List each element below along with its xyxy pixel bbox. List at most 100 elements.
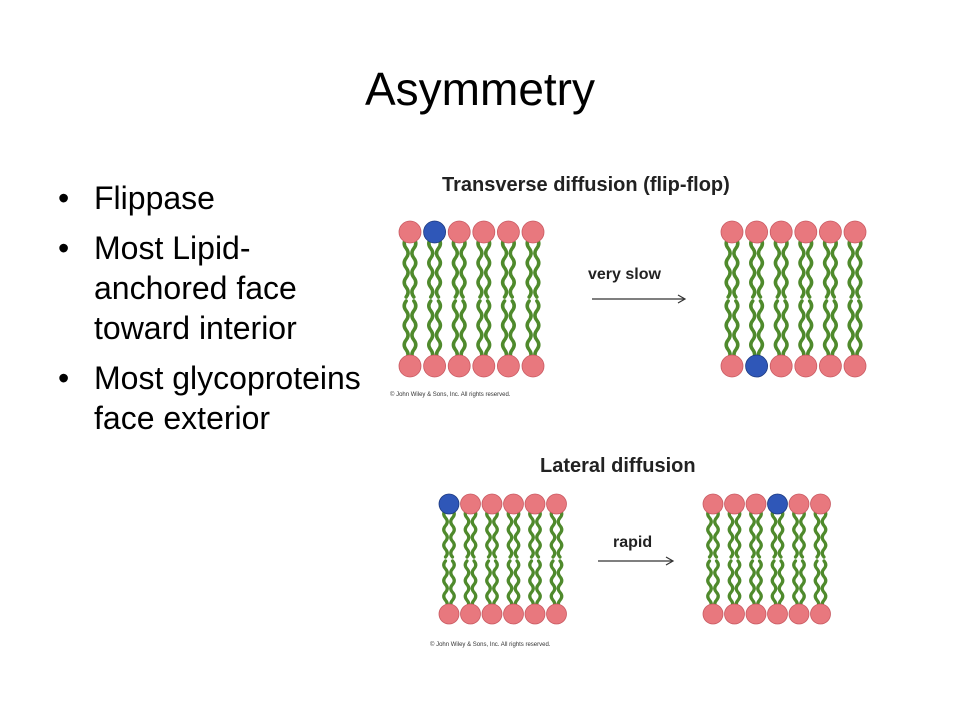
lipid-tail [822, 236, 831, 299]
transverse-arrow-label: very slow [588, 266, 661, 283]
lipid-tail [749, 236, 757, 299]
lipid-tail [749, 559, 756, 610]
lipid-tail [770, 559, 778, 610]
lipid-tail [483, 299, 492, 362]
lipid-tail [449, 559, 456, 610]
lipid-tail [442, 559, 449, 610]
lipid-tail [749, 299, 757, 362]
lipid-tail [798, 299, 806, 362]
lipid-tail [410, 236, 418, 299]
transverse-diffusion-title: Transverse diffusion (flip-flop) [442, 174, 730, 196]
lipid-tail [476, 236, 484, 299]
transverse-copyright: © John Wiley & Sons, Inc. All rights res… [390, 392, 511, 398]
lipid-head [819, 354, 842, 378]
lipid-head [521, 220, 545, 244]
lipid-tail [451, 299, 460, 362]
lipid-head [843, 220, 867, 244]
lipid-tail [427, 236, 435, 299]
lipid-tail [777, 559, 785, 610]
lipid-tail [535, 508, 542, 559]
lipid-head [481, 493, 503, 515]
bilayer-before-flip [398, 220, 545, 378]
lipid-tail [756, 299, 765, 362]
lipid-head [767, 603, 788, 625]
lipid-tail [706, 508, 713, 559]
lipid-tail [798, 236, 806, 299]
lipid-tail [727, 508, 735, 559]
lipid-tail [706, 559, 713, 610]
lipid-head [819, 220, 842, 244]
lipid-tail [427, 299, 435, 362]
lipid-tail [470, 508, 478, 559]
lipid-head [398, 354, 422, 378]
lipid-head [472, 354, 496, 378]
lipid-tail [513, 508, 521, 559]
lipid-head [447, 354, 471, 378]
lipid-tail [556, 559, 564, 610]
lipid-tail [476, 299, 484, 362]
lipid-tail [459, 299, 467, 362]
lipid-tail [463, 559, 471, 610]
lipid-tail [799, 559, 806, 610]
lateral-arrow-label: rapid [613, 534, 653, 551]
lipid-head [481, 603, 503, 625]
lipid-tail [492, 508, 499, 559]
lipid-tail [820, 559, 828, 610]
lipid-tail [485, 508, 492, 559]
lipid-tail [459, 236, 467, 299]
lipid-tail [734, 508, 742, 559]
lipid-tail [506, 559, 514, 610]
lipid-head [472, 220, 496, 244]
lipid-head [745, 603, 767, 625]
lipid-tail [749, 508, 756, 559]
bullet-text: Most glycoproteins face exterior [94, 360, 361, 436]
lipid-head [702, 493, 724, 515]
lipid-tail [525, 299, 533, 362]
lipid-tail [508, 236, 516, 299]
bullet-text: Flippase [94, 180, 215, 216]
lipid-tail [402, 299, 410, 362]
lipid-tail [830, 236, 838, 299]
lipid-tail [549, 559, 557, 610]
lipid-tail [713, 559, 720, 610]
lipid-tail [813, 559, 821, 610]
bullet-dot-icon: • [58, 180, 70, 216]
lipid-tail [410, 299, 418, 362]
lipid-tail [847, 299, 855, 362]
lipid-head [745, 493, 767, 515]
lipid-tail [492, 559, 499, 610]
labeled-lipid-head [745, 354, 768, 378]
bilayer-after-flip [720, 220, 867, 378]
lipid-tail [820, 508, 828, 559]
lipid-tail [500, 299, 509, 362]
lipid-tail [549, 508, 557, 559]
bullet-list: • Flippase •Most Lipid-anchored face towa… [52, 178, 362, 448]
lipid-head [724, 603, 745, 625]
lipid-head [720, 354, 744, 378]
lipid-head [745, 220, 768, 244]
lipid-tail [781, 236, 789, 299]
lipid-head [398, 220, 422, 244]
lipid-tail [713, 508, 720, 559]
lipid-tail [770, 508, 778, 559]
lipid-tail [773, 299, 782, 362]
bullet-item: • Flippase [52, 178, 362, 218]
bullet-item: •Most Lipid-anchored face toward interio… [52, 228, 362, 348]
bullet-item: •Most glycoproteins face exterior [52, 358, 362, 438]
lipid-tail [855, 299, 863, 362]
lipid-head [843, 354, 867, 378]
lipid-head [546, 493, 567, 515]
lipid-tail [402, 236, 410, 299]
labeled-lipid-head [767, 493, 788, 515]
lipid-tail [449, 508, 456, 559]
lipid-tail [732, 236, 740, 299]
lipid-tail [535, 559, 542, 610]
lipid-head [810, 603, 831, 625]
lipid-tail [528, 508, 535, 559]
lipid-tail [813, 508, 821, 559]
lipid-tail [513, 559, 521, 610]
lipid-tail [756, 559, 763, 610]
lipid-tail [805, 299, 814, 362]
bullet-dot-icon: • [58, 230, 70, 266]
labeled-lipid-head [438, 493, 460, 515]
